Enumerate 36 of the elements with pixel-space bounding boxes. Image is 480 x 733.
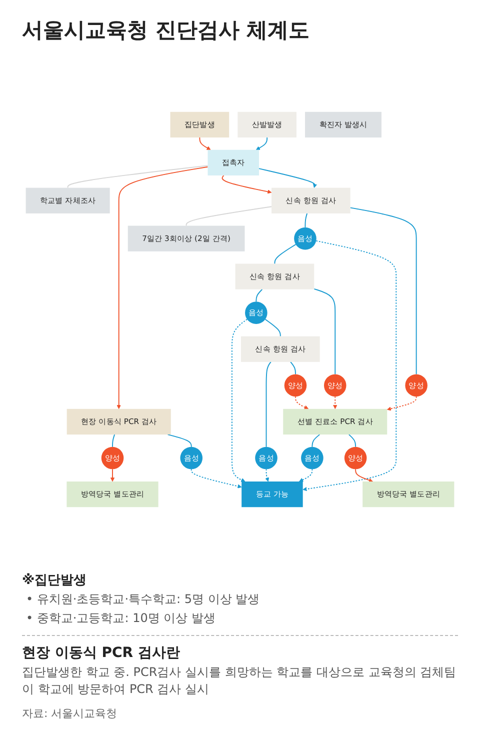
arrow [231, 318, 248, 482]
connector [67, 165, 208, 188]
connector [167, 434, 192, 448]
connector [266, 361, 272, 448]
connector [314, 288, 336, 375]
connector [290, 361, 296, 375]
arrow [110, 468, 115, 482]
arrow [222, 174, 272, 194]
connector [348, 434, 356, 448]
arrow [299, 468, 313, 482]
source-text: 자료: 서울시교육청 [22, 706, 118, 721]
arrow [265, 468, 270, 482]
arrow [190, 468, 242, 488]
title: 서울시교육청 진단검사 체계도 [22, 17, 311, 44]
arrow [302, 240, 397, 492]
arrow [386, 396, 417, 411]
arrow [333, 396, 338, 410]
arrow [199, 137, 211, 150]
connector [312, 434, 320, 448]
bullet-note: • 중학교·고등학교: 10명 이상 발생 [25, 610, 216, 627]
arrow [355, 468, 373, 482]
bullet-note: • 유치원·초등학교·특수학교: 5명 이상 발생 [25, 591, 261, 608]
connector [350, 207, 417, 375]
section-heading: 현장 이동식 PCR 검사란 [22, 635, 458, 662]
arrow [258, 168, 318, 188]
connector [186, 206, 272, 226]
arrow [256, 137, 268, 150]
connector [264, 318, 281, 337]
note-heading: ※집단발생 [22, 572, 88, 589]
connector [274, 244, 296, 264]
connector [112, 434, 116, 448]
note-text: 집단발생한 학교 중. PCR검사 실시를 희망하는 학교를 대상으로 교육청의 검체팀이 학교에 방문하여 PCR 검사 실시 [22, 664, 458, 698]
connector [256, 288, 263, 302]
connector [304, 212, 308, 228]
arrow [116, 166, 208, 410]
arrow [295, 396, 309, 410]
